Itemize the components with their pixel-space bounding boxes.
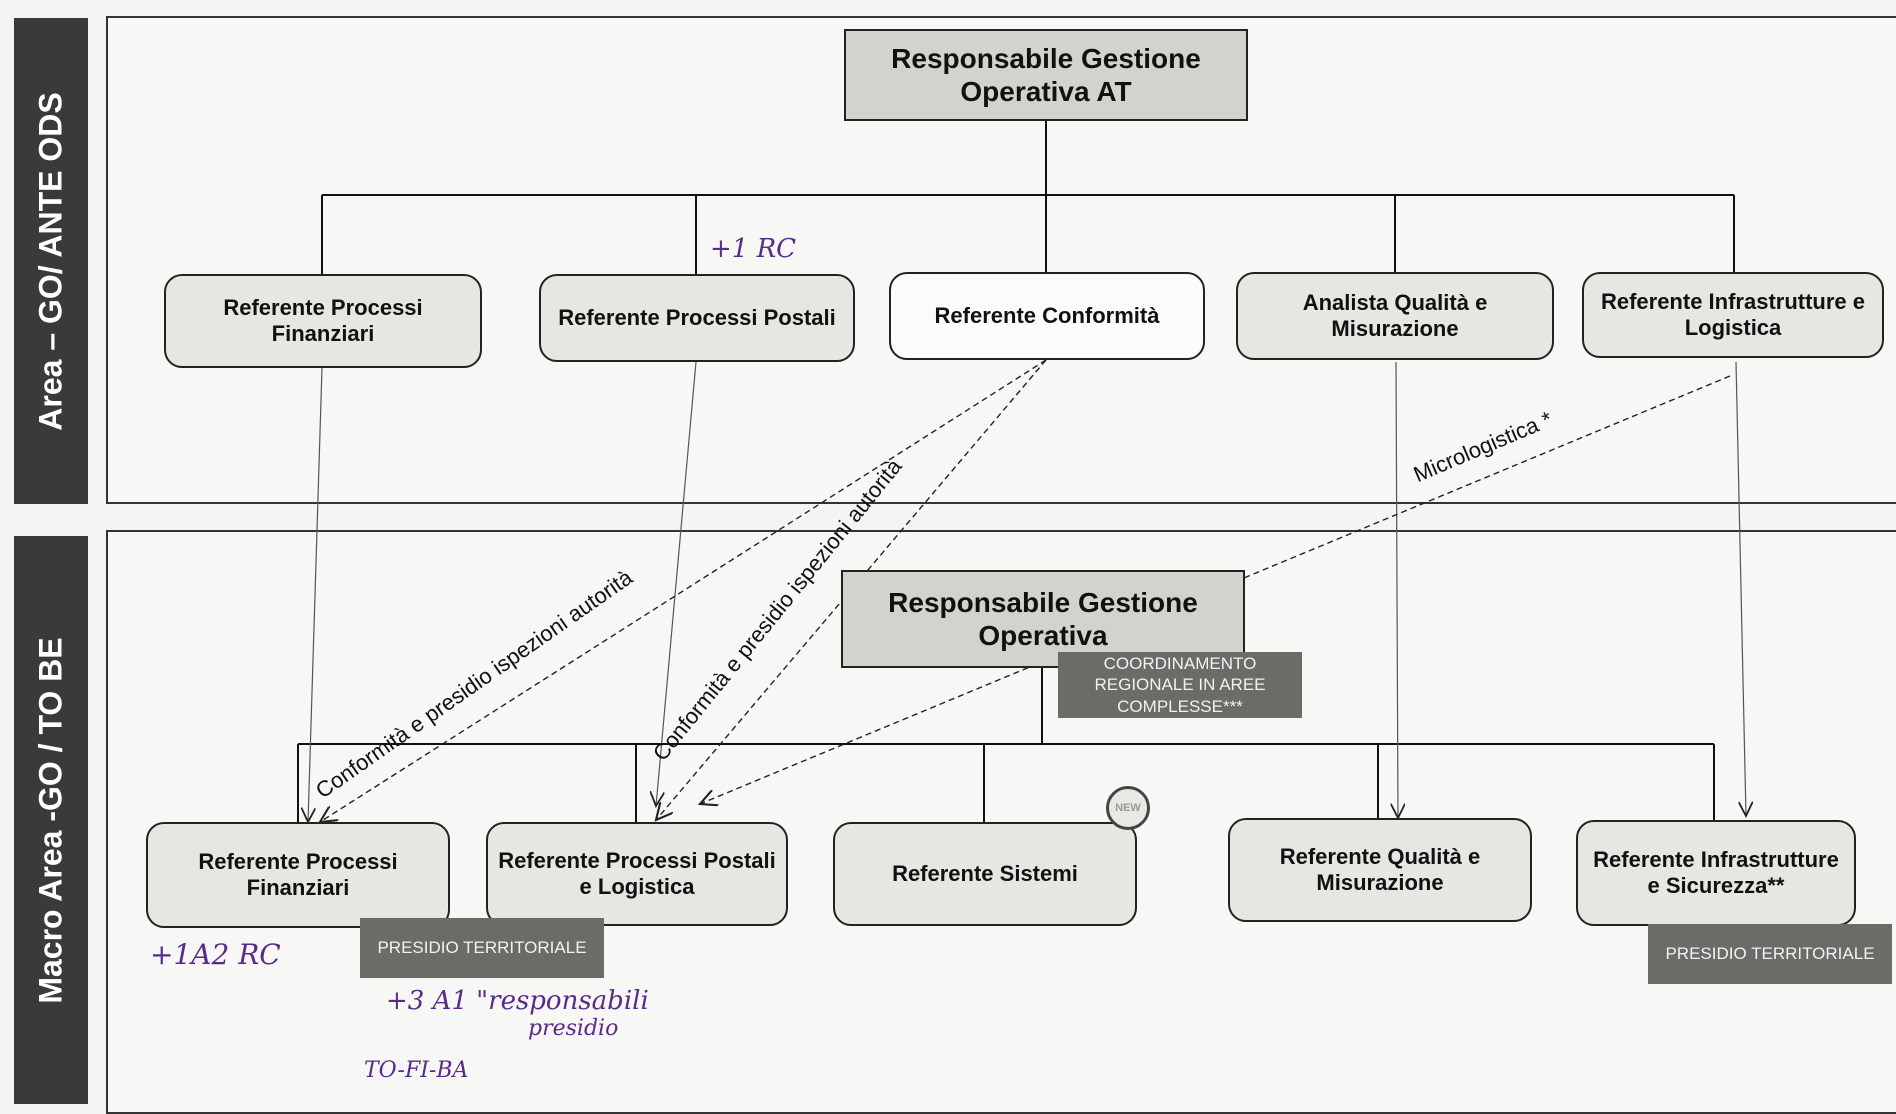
new-badge-label: NEW — [1115, 802, 1141, 814]
band-tobe-label: Macro Area -GO / TO BE — [32, 636, 69, 1004]
presidio-tag-2-label: PRESIDIO TERRITORIALE — [1665, 944, 1875, 964]
note-top-rc: +1 RC — [710, 234, 797, 264]
top-root-box: Responsabile Gestione Operativa AT — [844, 29, 1248, 121]
top-node-postali: Referente Processi Postali — [539, 274, 855, 362]
note-a1-line2: presidio — [528, 1016, 619, 1041]
top-node-qualita-label: Analista Qualità e Misurazione — [1302, 290, 1488, 341]
new-badge-icon: NEW — [1106, 786, 1150, 830]
note-cities: TO-FI-BA — [364, 1058, 469, 1083]
coordinamento-tag-label: COORDINAMENTO REGIONALE IN AREE COMPLESS… — [1094, 654, 1266, 716]
top-node-infrastrutture-label: Referente Infrastrutture e Logistica — [1600, 289, 1866, 340]
bottom-node-infrastrutture-label: Referente Infrastrutture e Sicurezza** — [1593, 847, 1839, 898]
coordinamento-tag: COORDINAMENTO REGIONALE IN AREE COMPLESS… — [1058, 652, 1302, 718]
presidio-tag-1-label: PRESIDIO TERRITORIALE — [377, 938, 587, 958]
note-a2-rc: +1A2 RC — [150, 938, 281, 971]
bottom-node-finanziari: Referente Processi Finanziari — [146, 822, 450, 928]
bottom-node-finanziari-label: Referente Processi Finanziari — [198, 849, 398, 900]
bottom-root-label: Responsabile Gestione Operativa — [888, 586, 1198, 651]
bottom-node-infrastrutture: Referente Infrastrutture e Sicurezza** — [1576, 820, 1856, 926]
bottom-node-postali-logistica-label: Referente Processi Postali e Logistica — [498, 848, 776, 899]
note-a1-line1: +3 A1 "responsabili — [386, 986, 649, 1016]
top-node-conformita: Referente Conformità — [889, 272, 1205, 360]
top-node-finanziari: Referente Processi Finanziari — [164, 274, 482, 368]
band-ante: Area – GO/ ANTE ODS — [14, 18, 88, 504]
top-root-label: Responsabile Gestione Operativa AT — [891, 42, 1201, 107]
bottom-node-qualita: Referente Qualità e Misurazione — [1228, 818, 1532, 922]
presidio-tag-2: PRESIDIO TERRITORIALE — [1648, 924, 1892, 984]
bottom-node-sistemi-label: Referente Sistemi — [892, 861, 1078, 887]
band-ante-label: Area – GO/ ANTE ODS — [32, 91, 69, 431]
bottom-root-box: Responsabile Gestione Operativa — [841, 570, 1245, 668]
band-tobe: Macro Area -GO / TO BE — [14, 536, 88, 1104]
bottom-node-qualita-label: Referente Qualità e Misurazione — [1279, 844, 1481, 895]
presidio-tag-1: PRESIDIO TERRITORIALE — [360, 918, 604, 978]
top-node-finanziari-label: Referente Processi Finanziari — [223, 295, 423, 346]
bottom-node-postali-logistica: Referente Processi Postali e Logistica — [486, 822, 788, 926]
top-node-postali-label: Referente Processi Postali — [558, 305, 836, 331]
top-node-conformita-label: Referente Conformità — [934, 303, 1160, 329]
bottom-node-sistemi: Referente Sistemi — [833, 822, 1137, 926]
top-node-infrastrutture: Referente Infrastrutture e Logistica — [1582, 272, 1884, 358]
top-node-qualita: Analista Qualità e Misurazione — [1236, 272, 1554, 360]
